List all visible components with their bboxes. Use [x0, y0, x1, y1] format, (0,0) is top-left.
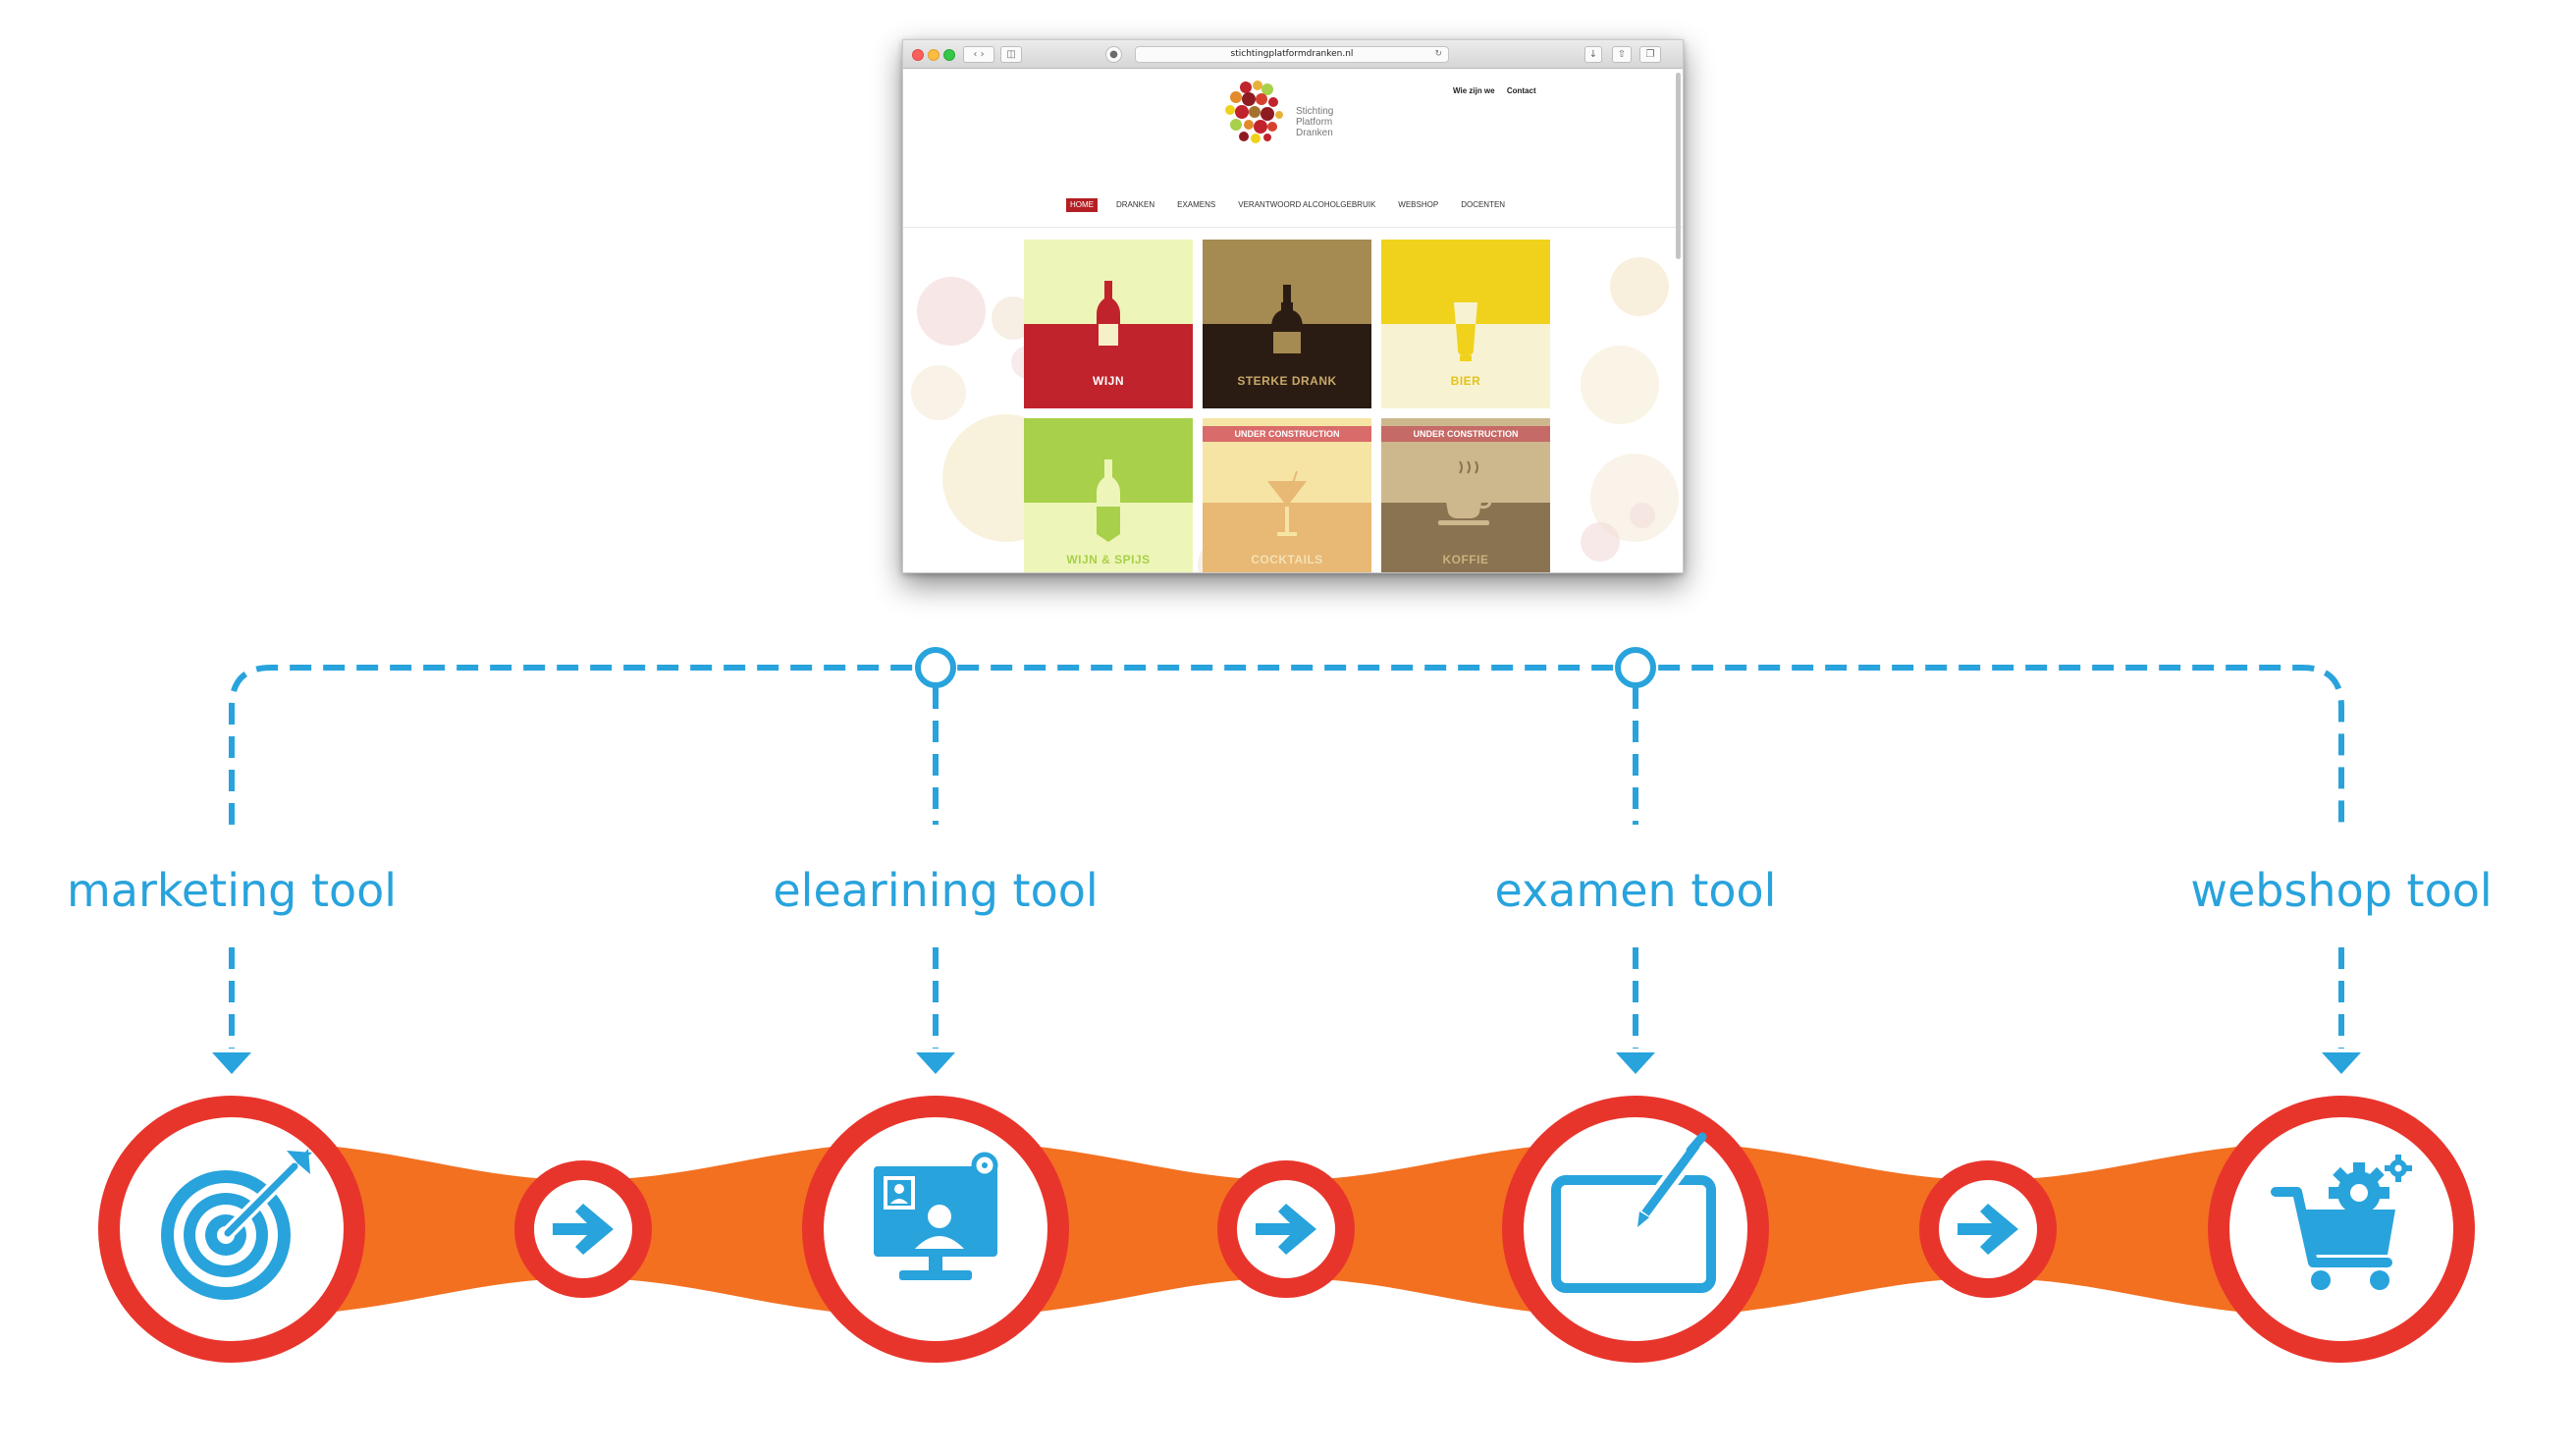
tool-label-marketing: marketing tool	[66, 864, 398, 917]
tile-sterke-drank[interactable]: STERKE DRANK	[1203, 240, 1371, 408]
site-logo[interactable]	[1222, 78, 1291, 146]
top-link-wie-zijn-we[interactable]: Wie zijn we	[1453, 86, 1495, 95]
close-window-button[interactable]	[912, 49, 924, 61]
tool-label-examen: examen tool	[1494, 864, 1777, 917]
connector-top-line	[229, 665, 2344, 825]
decor-bubble	[1610, 257, 1669, 316]
share-icon[interactable]: ⇧	[1612, 46, 1632, 63]
tile-label-koffie: KOFFIE	[1442, 553, 1489, 566]
beer-glass-icon	[1454, 302, 1477, 361]
browser-toolbar: ‹ › ◫ ● stichtingplatformdranken.nl ↻ ↓ …	[903, 40, 1683, 69]
tile-cocktails[interactable]: UNDER CONSTRUCTION COCKTAILS	[1203, 418, 1371, 572]
tabs-icon[interactable]: ❐	[1639, 46, 1661, 63]
arrow-right-icon	[1958, 1204, 2018, 1255]
tool-label-elearning: elearining tool	[773, 864, 1099, 917]
logo-line-3: Dranken	[1296, 128, 1333, 138]
nav-item-dranken[interactable]: DRANKEN	[1116, 200, 1155, 209]
under-construction-banner: UNDER CONSTRUCTION	[1203, 426, 1371, 442]
tool-label-webshop: webshop tool	[2190, 864, 2493, 917]
arrowhead-webshop	[2322, 1052, 2361, 1074]
arrowhead-marketing	[212, 1052, 251, 1074]
content-area: WIJN STERKE DRANK	[903, 228, 1683, 572]
top-link-contact[interactable]: Contact	[1506, 86, 1536, 95]
arrow-right-icon	[1256, 1204, 1316, 1255]
logo-line-2: Platform	[1296, 117, 1333, 128]
tile-label-cocktails: COCKTAILS	[1251, 553, 1323, 566]
logo-line-1: Stichting	[1296, 106, 1334, 117]
arrowhead-elearning	[916, 1052, 955, 1074]
main-navigation: HOME DRANKEN EXAMENS VERANTWOORD ALCOHOL…	[1066, 198, 1509, 212]
nav-item-home[interactable]: HOME	[1066, 198, 1098, 212]
decor-bubble	[917, 277, 986, 346]
page-scrollbar[interactable]	[1676, 73, 1681, 259]
reload-icon[interactable]: ↻	[1434, 49, 1442, 59]
elearning-monitor-icon	[874, 1152, 998, 1280]
decor-bubble	[911, 365, 966, 420]
logo-wordmark: Stichting Platform Dranken	[1296, 106, 1333, 138]
tile-label-wijn: WIJN	[1093, 374, 1124, 388]
node-elearning	[802, 1096, 1069, 1363]
step-connector-1	[514, 1160, 652, 1298]
step-connector-2	[1217, 1160, 1355, 1298]
back-forward-buttons[interactable]: ‹ ›	[963, 46, 994, 63]
browser-window: ‹ › ◫ ● stichtingplatformdranken.nl ↻ ↓ …	[902, 39, 1684, 573]
privacy-icon[interactable]: ●	[1105, 46, 1122, 63]
liquor-bottle-icon	[1271, 285, 1303, 357]
minimize-window-button[interactable]	[928, 49, 939, 61]
cart-gear-icon	[2271, 1155, 2412, 1290]
cocktail-glass-icon	[1267, 470, 1307, 536]
target-icon	[161, 1149, 312, 1300]
junction-node-elearning	[915, 647, 956, 688]
arrowhead-examen	[1616, 1052, 1655, 1074]
download-icon[interactable]: ↓	[1584, 46, 1602, 63]
top-links: Wie zijn we Contact	[1453, 86, 1546, 95]
under-construction-banner: UNDER CONSTRUCTION	[1381, 426, 1550, 442]
decor-bubble	[1581, 346, 1659, 424]
coffee-cup-icon	[1438, 460, 1492, 525]
arrow-right-icon	[553, 1204, 614, 1255]
node-examen	[1502, 1096, 1769, 1363]
nav-item-examens[interactable]: EXAMENS	[1177, 200, 1216, 209]
tile-wijn-spijs[interactable]: WIJN & SPIJS	[1024, 418, 1193, 572]
tile-label-wijn-spijs: WIJN & SPIJS	[1066, 553, 1151, 566]
nav-item-webshop[interactable]: WEBSHOP	[1398, 200, 1439, 209]
wine-bottle-icon	[1097, 281, 1120, 357]
tablet-pen-icon	[1551, 1132, 1716, 1293]
node-marketing	[98, 1096, 365, 1363]
header-divider	[903, 227, 1683, 228]
step-connector-3	[1919, 1160, 2057, 1298]
zoom-window-button[interactable]	[943, 49, 955, 61]
junction-node-examen	[1615, 647, 1656, 688]
tile-wijn[interactable]: WIJN	[1024, 240, 1193, 408]
sidebar-icon[interactable]: ◫	[1000, 46, 1022, 63]
nav-item-verantwoord-alcoholgebruik[interactable]: VERANTWOORD ALCOHOLGEBRUIK	[1238, 200, 1376, 209]
wine-food-icon	[1097, 459, 1120, 542]
website-content: Stichting Platform Dranken Wie zijn we C…	[903, 69, 1683, 572]
nav-item-docenten[interactable]: DOCENTEN	[1461, 200, 1506, 209]
node-webshop	[2208, 1096, 2475, 1363]
tile-label-bier: BIER	[1450, 374, 1481, 388]
address-bar-url: stichtingplatformdranken.nl	[1230, 49, 1354, 59]
tile-bier[interactable]: BIER	[1381, 240, 1550, 408]
decor-bubble	[1581, 522, 1620, 562]
tile-label-sterke-drank: STERKE DRANK	[1237, 374, 1337, 388]
connector-network	[229, 665, 2344, 1049]
decor-bubble	[1630, 503, 1655, 528]
tile-koffie[interactable]: UNDER CONSTRUCTION KOFFIE	[1381, 418, 1550, 572]
address-bar[interactable]: stichtingplatformdranken.nl ↻	[1135, 46, 1449, 63]
